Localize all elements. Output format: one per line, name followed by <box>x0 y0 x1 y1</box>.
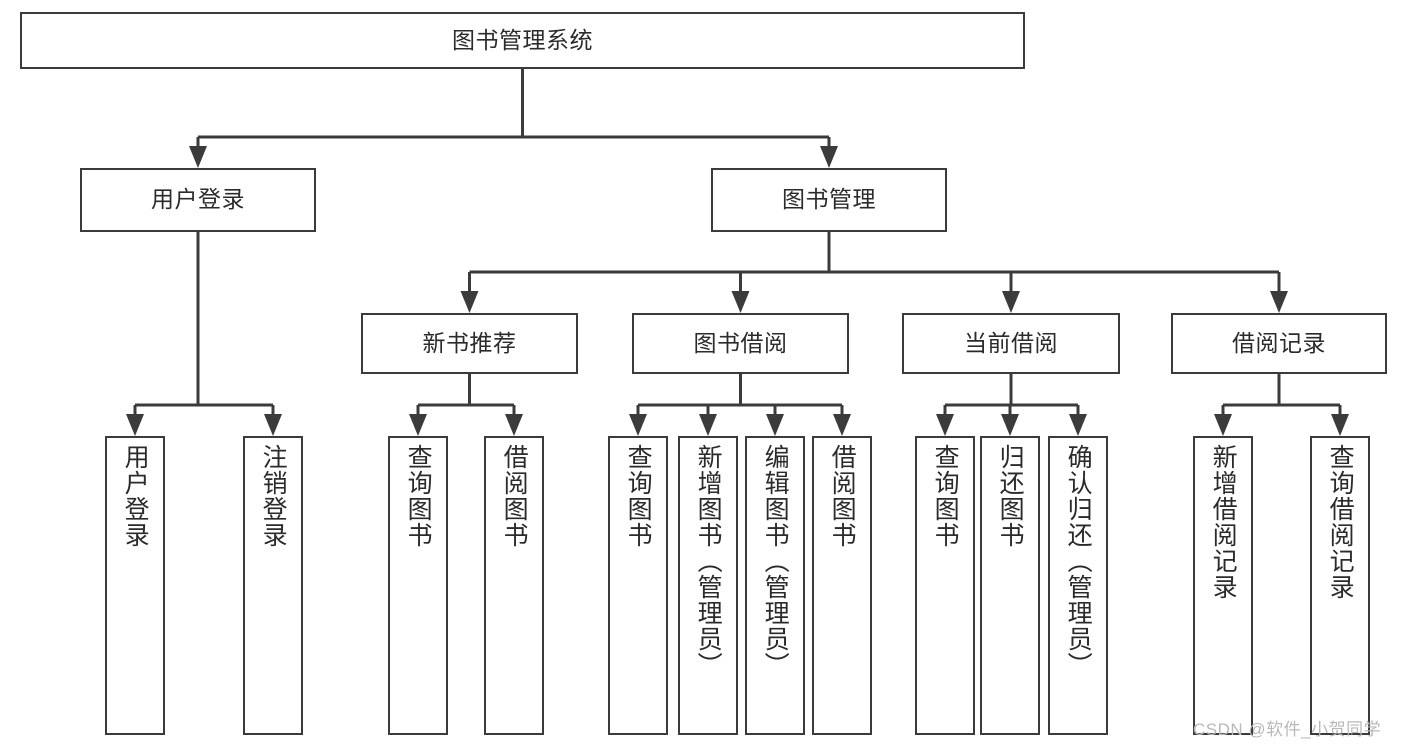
node-records[interactable]: 借阅记录 <box>1171 313 1387 374</box>
node-leaf5[interactable]: 查询图书 <box>608 436 668 735</box>
connector-arrowhead <box>629 414 647 436</box>
connector-arrowhead <box>731 291 750 313</box>
node-leaf13[interactable]: 查询借阅记录 <box>1310 436 1370 735</box>
connector-arrowhead <box>1002 291 1020 313</box>
connector-arrowhead <box>820 146 838 168</box>
node-leaf4[interactable]: 借阅图书 <box>484 436 544 735</box>
node-leaf2[interactable]: 注销登录 <box>243 436 303 735</box>
node-leaf1[interactable]: 用户登录 <box>105 436 165 735</box>
node-label: 查询借阅记录 <box>1326 444 1355 600</box>
node-leaf8[interactable]: 借阅图书 <box>812 436 872 735</box>
node-label: 查询图书 <box>931 444 960 548</box>
node-label: 图书借阅 <box>693 329 788 356</box>
connector-arrowhead <box>1331 414 1349 436</box>
node-leaf7[interactable]: 编辑图书（管理员） <box>745 436 805 735</box>
connector-arrowhead <box>699 414 717 436</box>
connector-arrowhead <box>936 414 954 436</box>
node-label: 用户登录 <box>151 186 245 213</box>
node-login[interactable]: 用户登录 <box>80 168 316 232</box>
node-borrow[interactable]: 图书借阅 <box>632 313 849 374</box>
connector-arrowhead <box>409 414 427 436</box>
connector-arrowhead <box>505 414 523 436</box>
node-current[interactable]: 当前借阅 <box>902 313 1120 374</box>
node-label: 编辑图书（管理员） <box>761 444 790 678</box>
node-root[interactable]: 图书管理系统 <box>20 12 1025 69</box>
node-label: 借阅图书 <box>500 444 529 548</box>
node-label: 图书管理 <box>782 186 876 213</box>
node-label: 借阅图书 <box>828 444 857 548</box>
node-leaf6[interactable]: 新增图书（管理员） <box>678 436 738 735</box>
node-label: 确认归还（管理员） <box>1064 444 1093 678</box>
node-label: 当前借阅 <box>964 329 1058 356</box>
node-label: 查询图书 <box>404 444 433 548</box>
connector-arrowhead <box>1214 414 1232 436</box>
connector-arrowhead <box>126 414 144 436</box>
node-label: 新增借阅记录 <box>1209 444 1238 600</box>
node-leaf10[interactable]: 归还图书 <box>980 436 1040 735</box>
node-leaf3[interactable]: 查询图书 <box>388 436 448 735</box>
node-label: 新增图书（管理员） <box>694 444 723 678</box>
connector-arrowhead <box>1270 291 1288 313</box>
connector-arrowhead <box>833 414 851 436</box>
node-newbook[interactable]: 新书推荐 <box>361 313 578 374</box>
node-label: 借阅记录 <box>1232 329 1326 356</box>
node-label: 查询图书 <box>624 444 653 548</box>
node-label: 图书管理系统 <box>452 26 593 53</box>
connector-arrowhead <box>264 414 282 436</box>
connector-arrowhead <box>189 146 207 168</box>
node-leaf12[interactable]: 新增借阅记录 <box>1193 436 1253 735</box>
node-label: 归还图书 <box>996 444 1025 548</box>
connector-arrowhead <box>460 291 479 313</box>
connector-arrowhead <box>766 414 784 436</box>
csdn-watermark: CSDN @软件_小贺同学 <box>1193 720 1382 739</box>
node-bookmgmt[interactable]: 图书管理 <box>711 168 947 232</box>
node-leaf9[interactable]: 查询图书 <box>915 436 975 735</box>
node-leaf11[interactable]: 确认归还（管理员） <box>1048 436 1108 735</box>
connector-arrowhead <box>1001 414 1019 436</box>
node-label: 用户登录 <box>121 444 150 548</box>
node-label: 注销登录 <box>259 444 288 548</box>
node-label: 新书推荐 <box>422 329 517 356</box>
connector-arrowhead <box>1069 414 1087 436</box>
